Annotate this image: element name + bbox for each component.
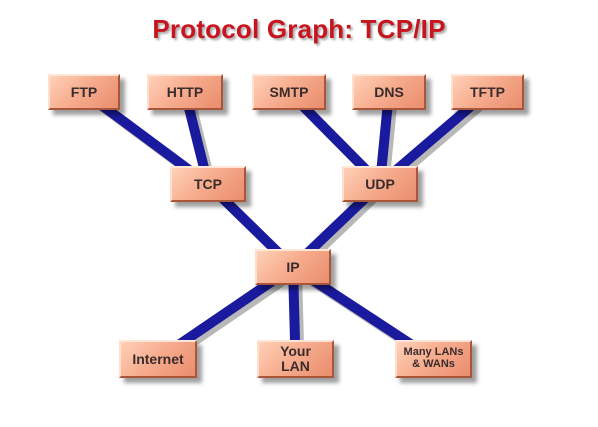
node-smtp: SMTP <box>252 74 326 110</box>
node-ip-label: IP <box>286 258 300 275</box>
node-tftp: TFTP <box>451 74 524 110</box>
node-http: HTTP <box>147 74 223 110</box>
node-ftp-label: FTP <box>70 83 98 100</box>
node-ftp: FTP <box>48 74 120 110</box>
page-title: Protocol Graph: TCP/IP <box>152 14 446 44</box>
node-your-lan-label: Your LAN <box>280 343 311 374</box>
node-smtp-label: SMTP <box>269 83 309 100</box>
node-internet: Internet <box>119 340 197 378</box>
node-tftp-label: TFTP <box>470 83 505 100</box>
node-udp-label: UDP <box>365 175 395 192</box>
node-dns: DNS <box>352 74 426 110</box>
node-many-lans: Many LANs & WANs <box>395 340 472 378</box>
node-udp: UDP <box>342 166 418 202</box>
node-your-lan: Your LAN <box>257 340 334 378</box>
node-dns-label: DNS <box>374 83 404 100</box>
node-ip: IP <box>255 249 331 285</box>
node-tcp-label: TCP <box>194 175 222 192</box>
node-many-lans-label: Many LANs & WANs <box>403 346 464 370</box>
node-tcp: TCP <box>170 166 246 202</box>
node-http-label: HTTP <box>166 83 204 100</box>
node-internet-label: Internet <box>132 350 184 367</box>
